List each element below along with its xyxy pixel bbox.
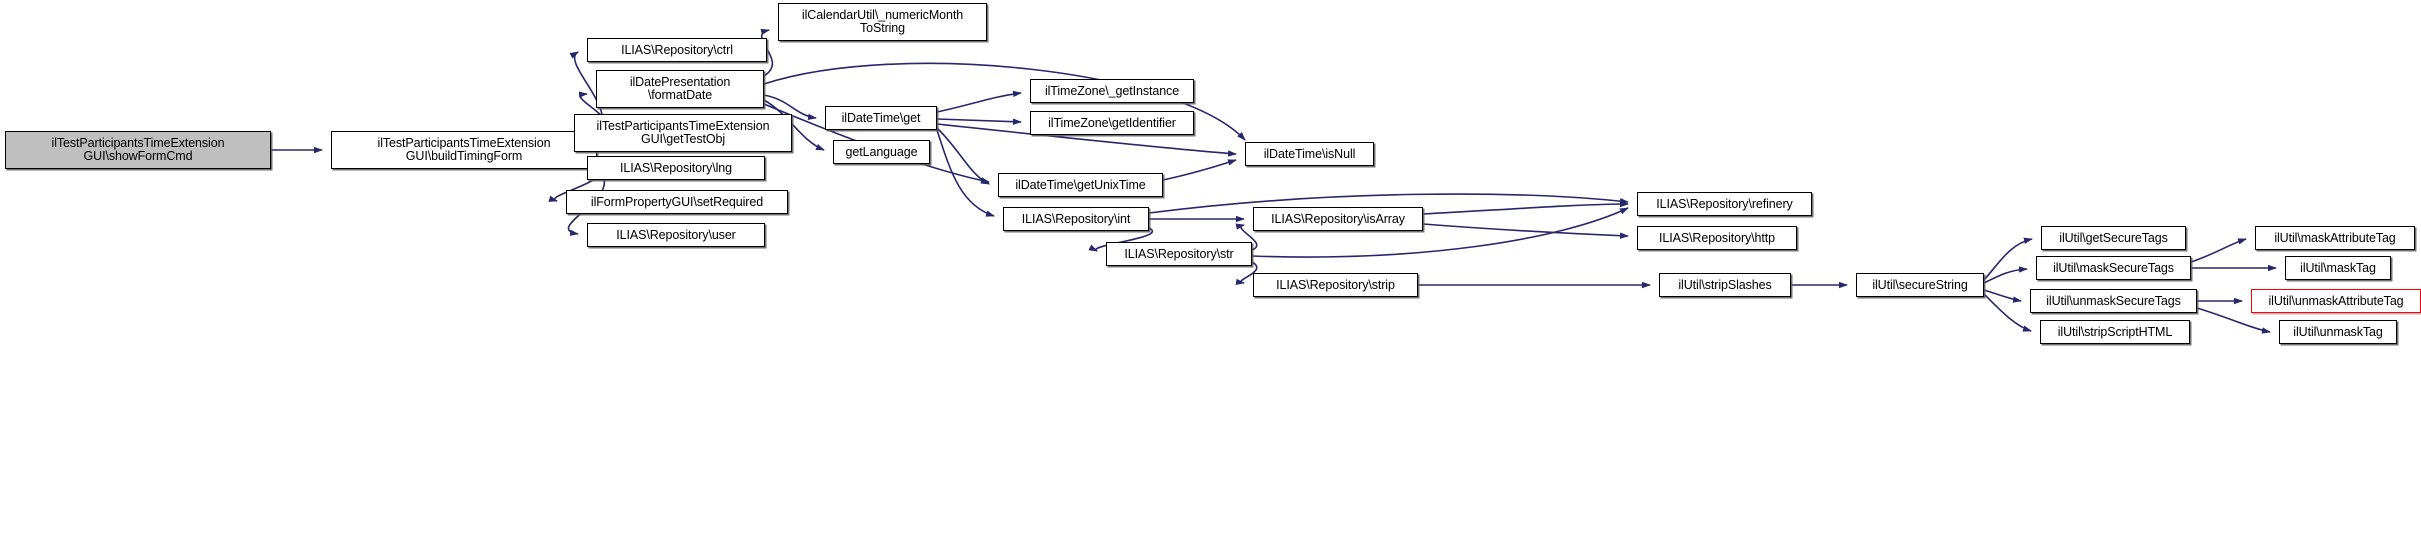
graph-node-setRequired[interactable]: ilFormPropertyGUI\setRequired (566, 190, 788, 214)
graph-node-label: ilUtil\secureString (1872, 277, 1968, 292)
graph-node-label: ILIAS\Repository\refinery (1656, 196, 1793, 211)
graph-node-label: ilDateTime\getUnixTime (1015, 177, 1146, 192)
graph-node-label: ilUtil\stripScriptHTML (2057, 324, 2173, 339)
graph-node-label: ILIAS\Repository\http (1658, 230, 1775, 245)
graph-node-label: ilTestParticipantsTimeExtension GUI\buil… (377, 136, 551, 163)
graph-node-label: ILIAS\Repository\int (1021, 211, 1131, 226)
graph-node-label: ilDateTime\get (841, 110, 921, 125)
graph-node-label: ilUtil\stripSlashes (1678, 277, 1772, 292)
graph-node-numericMonth[interactable]: ilCalendarUtil\_numericMonth ToString (778, 3, 987, 41)
edge-secureString-to-getSecureTags (1983, 237, 2033, 281)
graph-node-label: getLanguage (845, 144, 918, 159)
graph-node-label: ilFormPropertyGUI\setRequired (590, 194, 764, 209)
graph-node-maskSecureTags[interactable]: ilUtil\maskSecureTags (2036, 256, 2191, 280)
graph-node-getUnixTime[interactable]: ilDateTime\getUnixTime (998, 173, 1163, 197)
graph-node-unmaskTag[interactable]: ilUtil\unmaskTag (2279, 320, 2397, 344)
graph-node-getTestObj[interactable]: ilTestParticipantsTimeExtension GUI\getT… (574, 114, 792, 152)
graph-node-label: ILIAS\Repository\ctrl (621, 42, 733, 57)
graph-node-label: ilTestParticipantsTimeExtension GUI\show… (51, 136, 225, 163)
edge-getUnixTime-to-isNull (1162, 159, 1237, 181)
graph-node-label: ilDatePresentation \formatDate (629, 75, 731, 102)
graph-node-label: ILIAS\Repository\strip (1276, 277, 1395, 292)
graph-node-label: ilUtil\unmaskSecureTags (2046, 293, 2181, 308)
graph-node-repoIsArray[interactable]: ILIAS\Repository\isArray (1253, 207, 1423, 231)
graph-node-formatDate[interactable]: ilDatePresentation \formatDate (596, 70, 764, 108)
graph-node-label: ilUtil\maskSecureTags (2053, 260, 2174, 275)
graph-node-isNull[interactable]: ilDateTime\isNull (1245, 142, 1374, 166)
graph-node-getLanguage[interactable]: getLanguage (833, 140, 930, 164)
edge-ilDateTimeGet-to-repoInt (936, 129, 995, 217)
graph-node-label: ilUtil\maskAttributeTag (2274, 230, 2396, 245)
graph-node-stripScriptHTML[interactable]: ilUtil\stripScriptHTML (2040, 320, 2190, 344)
graph-node-repoStrip[interactable]: ILIAS\Repository\strip (1253, 273, 1418, 297)
graph-node-user[interactable]: ILIAS\Repository\user (587, 223, 765, 247)
graph-node-maskAttributeTag[interactable]: ilUtil\maskAttributeTag (2255, 226, 2415, 250)
graph-node-label: ilTimeZone\getIdentifier (1048, 115, 1176, 130)
graph-node-ctrl[interactable]: ILIAS\Repository\ctrl (587, 38, 767, 62)
graph-node-label: ilCalendarUtil\_numericMonth ToString (801, 8, 964, 35)
graph-node-ilDateTimeGet[interactable]: ilDateTime\get (825, 106, 937, 130)
graph-node-refinery[interactable]: ILIAS\Repository\refinery (1637, 192, 1812, 216)
edge-secureString-to-unmaskSecureTags (1983, 289, 2022, 303)
edge-secureString-to-maskSecureTags (1983, 266, 2028, 284)
graph-node-label: ilUtil\unmaskTag (2293, 324, 2383, 339)
edge-ilDateTimeGet-to-tzGetInstance (936, 90, 1022, 113)
graph-node-label: ilUtil\getSecureTags (2059, 230, 2168, 245)
edge-ilDateTimeGet-to-getUnixTime (936, 127, 990, 185)
graph-node-getSecureTags[interactable]: ilUtil\getSecureTags (2041, 226, 2186, 250)
edge-maskSecureTags-to-maskAttributeTag (2190, 238, 2247, 263)
graph-node-label: ilDateTime\isNull (1263, 146, 1356, 161)
graph-node-buildTimingForm[interactable]: ilTestParticipantsTimeExtension GUI\buil… (331, 131, 597, 169)
graph-node-repoInt[interactable]: ILIAS\Repository\int (1003, 207, 1149, 231)
graph-node-stripSlashes[interactable]: ilUtil\stripSlashes (1659, 273, 1791, 297)
graph-node-unmaskSecureTags[interactable]: ilUtil\unmaskSecureTags (2030, 289, 2197, 313)
edge-ilDateTimeGet-to-tzGetIdentifier (936, 118, 1022, 125)
graph-node-maskTag[interactable]: ilUtil\maskTag (2285, 256, 2391, 280)
graph-node-label: ilUtil\unmaskAttributeTag (2268, 293, 2404, 308)
graph-node-lng[interactable]: ILIAS\Repository\lng (587, 156, 765, 180)
graph-node-label: ilTestParticipantsTimeExtension GUI\getT… (596, 119, 770, 146)
graph-node-repoStr[interactable]: ILIAS\Repository\str (1106, 242, 1252, 266)
edge-repoIsArray-to-http (1422, 223, 1629, 239)
graph-node-label: ILIAS\Repository\user (616, 227, 736, 242)
graph-node-label: ILIAS\Repository\isArray (1271, 211, 1405, 226)
edge-repoIsArray-to-refinery (1422, 200, 1629, 215)
graph-node-showFormCmd[interactable]: ilTestParticipantsTimeExtension GUI\show… (5, 131, 271, 169)
graph-node-label: ILIAS\Repository\str (1124, 246, 1234, 261)
graph-node-http[interactable]: ILIAS\Repository\http (1637, 226, 1797, 250)
edge-secureString-to-stripScriptHTML (1983, 293, 2032, 332)
graph-node-unmaskAttributeTag[interactable]: ilUtil\unmaskAttributeTag (2251, 289, 2421, 313)
graph-node-tzGetIdentifier[interactable]: ilTimeZone\getIdentifier (1030, 111, 1194, 135)
graph-node-label: ILIAS\Repository\lng (620, 160, 732, 175)
graph-node-label: ilTimeZone\_getInstance (1044, 83, 1180, 98)
graph-node-tzGetInstance[interactable]: ilTimeZone\_getInstance (1030, 79, 1194, 103)
graph-node-secureString[interactable]: ilUtil\secureString (1856, 273, 1984, 297)
graph-node-label: ilUtil\maskTag (2300, 260, 2376, 275)
